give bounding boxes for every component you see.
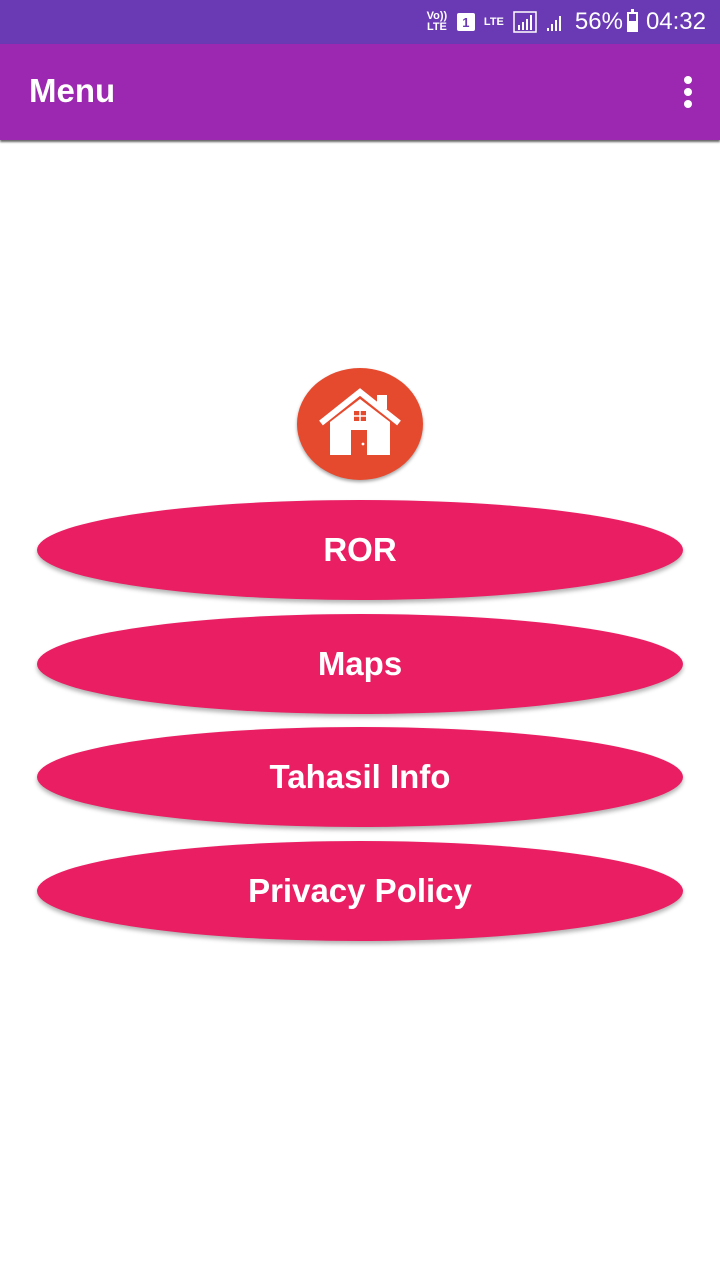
- battery-percent: 56%: [574, 8, 623, 35]
- app-bar: Menu: [0, 44, 720, 140]
- lte-indicator: LTE: [483, 15, 504, 28]
- maps-button[interactable]: Maps: [37, 614, 683, 714]
- privacy-policy-button[interactable]: Privacy Policy: [37, 841, 683, 941]
- volte-indicator: Vo)) LTE: [426, 10, 448, 33]
- clock: 04:32: [645, 8, 706, 35]
- ror-button[interactable]: ROR: [37, 500, 683, 600]
- signal-icon-2: [546, 12, 566, 32]
- home-logo: [297, 368, 423, 480]
- home-icon: [319, 388, 401, 455]
- status-bar: Vo)) LTE 1 LTE 56% 04:32: [0, 0, 720, 44]
- page-title: Menu: [29, 72, 116, 109]
- more-vert-icon[interactable]: [676, 74, 700, 110]
- battery-icon: [626, 9, 638, 32]
- signal-icon: [513, 11, 537, 33]
- tahasil-info-button[interactable]: Tahasil Info: [37, 727, 683, 827]
- sim-indicator: 1: [456, 13, 475, 31]
